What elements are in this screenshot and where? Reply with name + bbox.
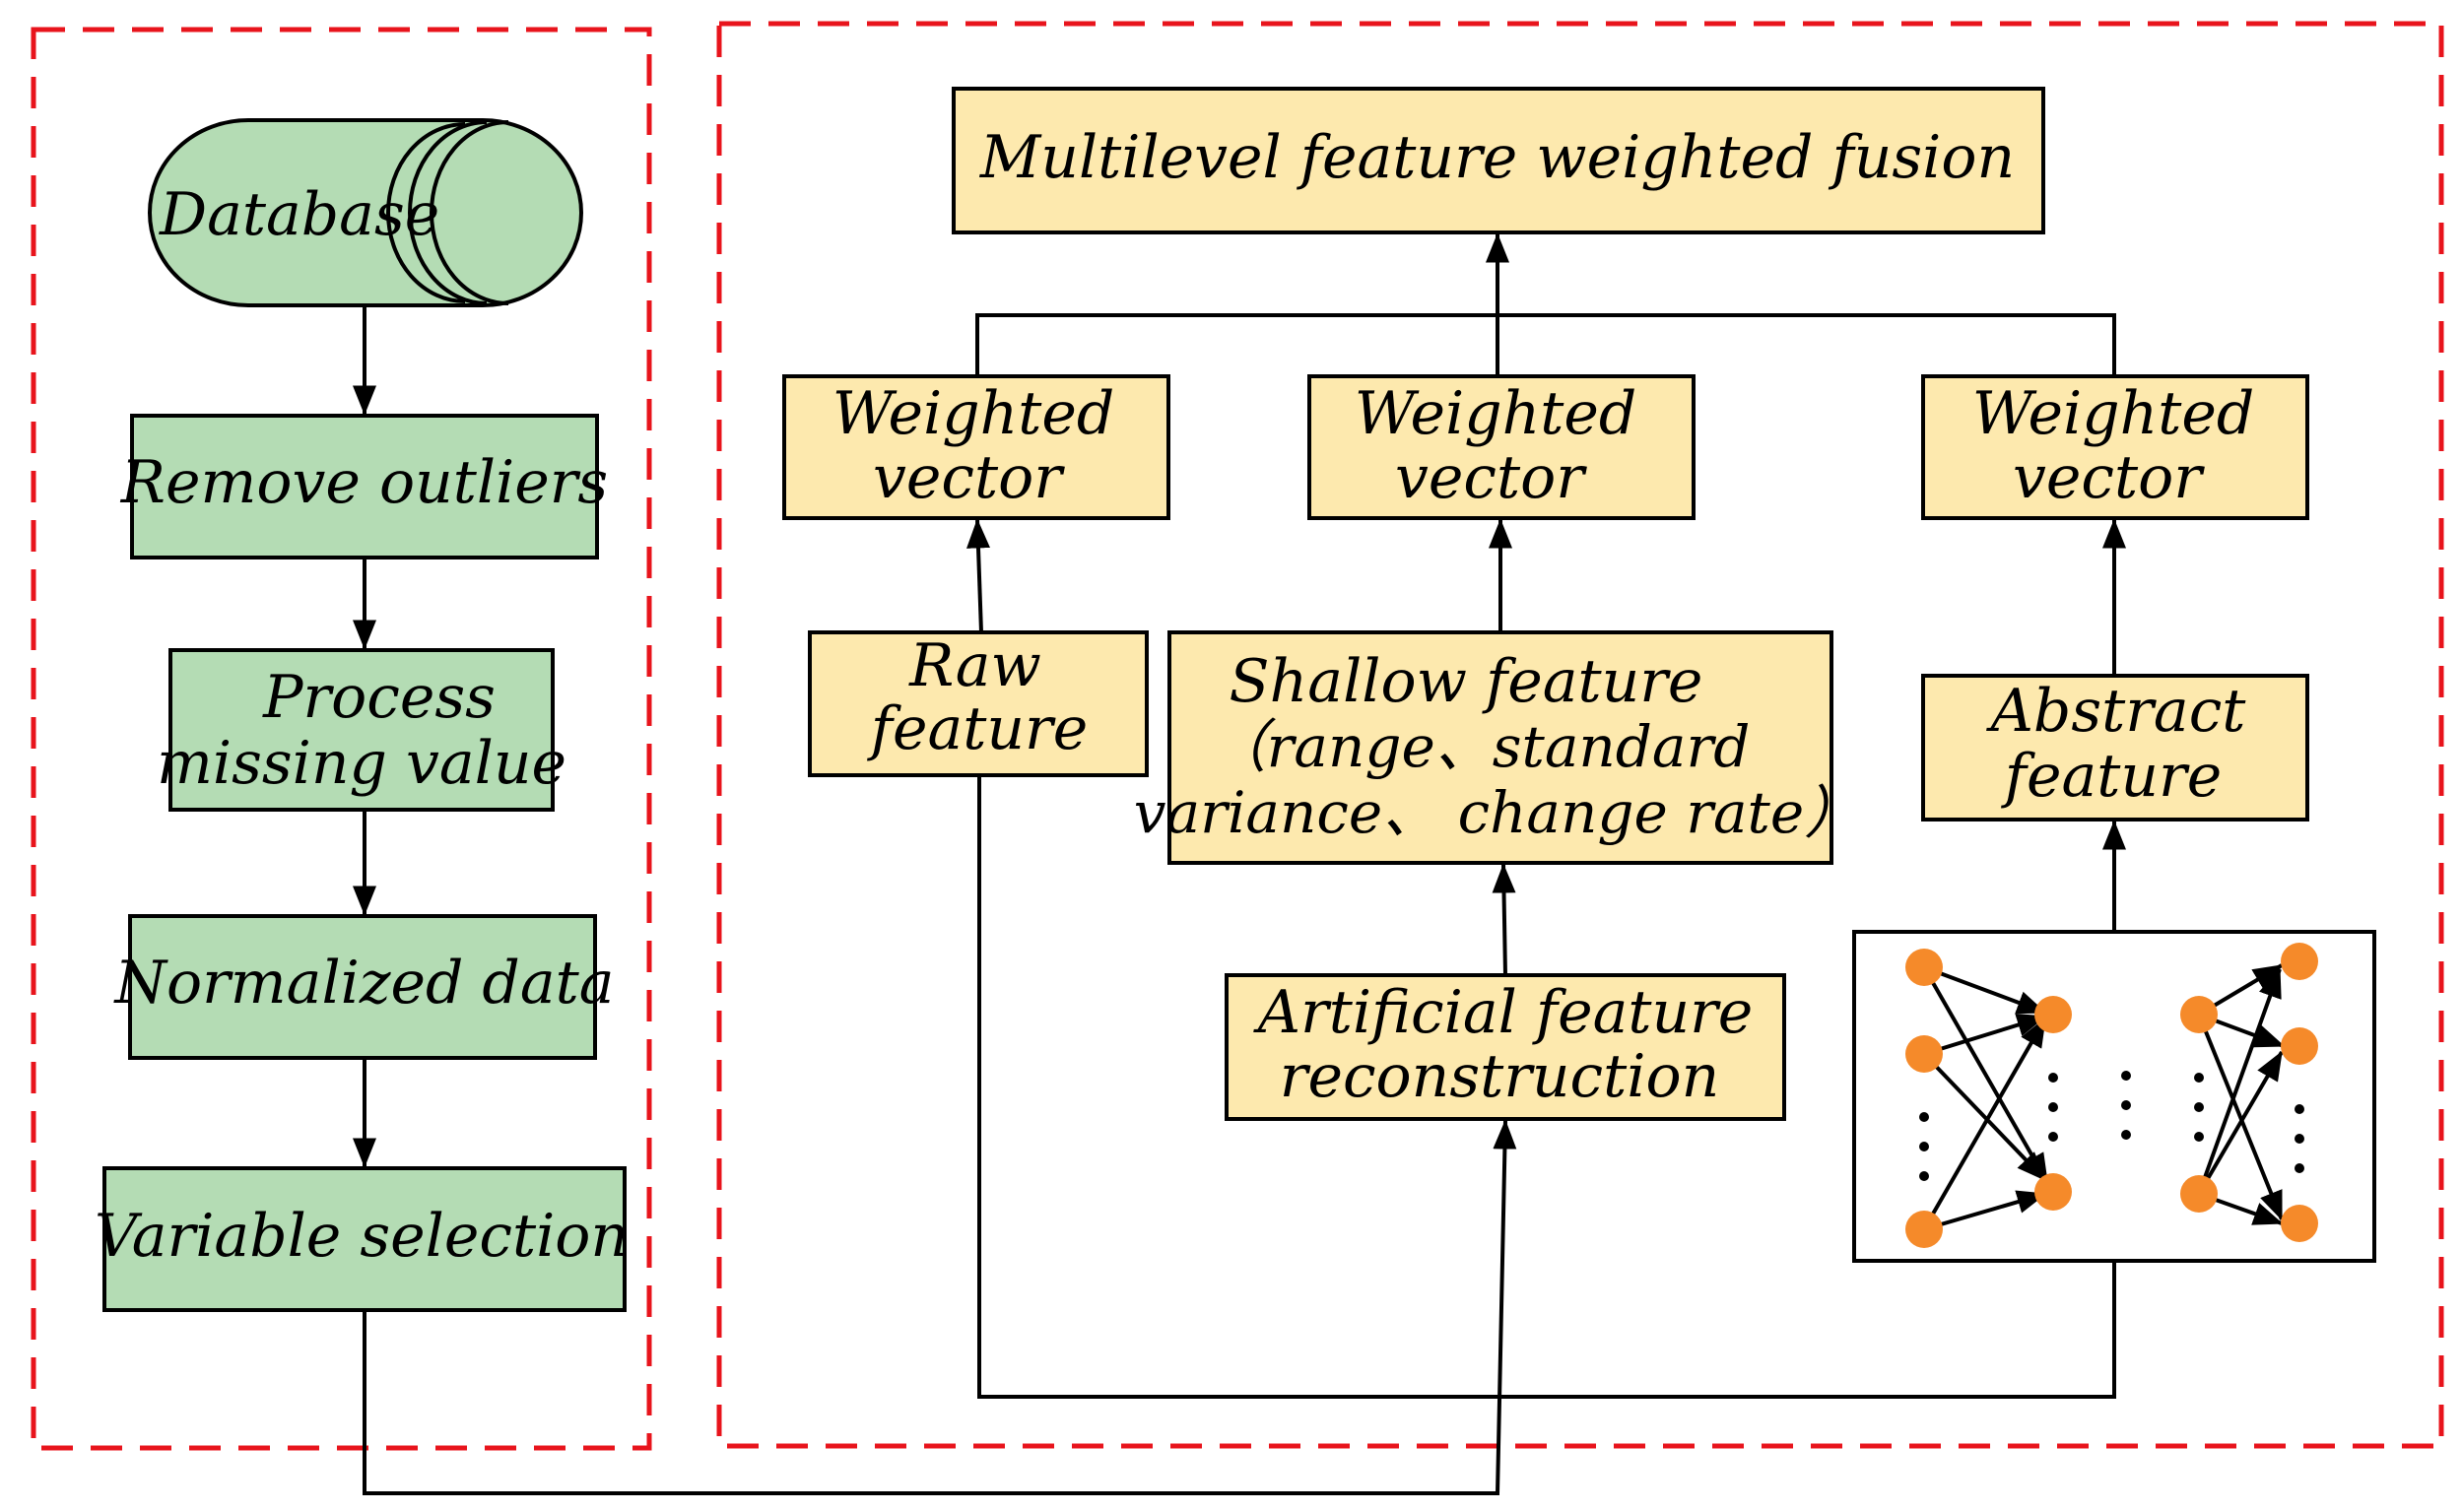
selection-to-reconstruction-line xyxy=(363,1119,1517,1495)
fusion-title-box: Multilevel feature weighted fusion xyxy=(952,87,2045,234)
fusion-frame xyxy=(716,21,2444,1449)
weighted-vector-box-2: Weighted vector xyxy=(1307,374,1696,520)
abstract-feature-box: Abstract feature xyxy=(1921,674,2309,822)
database-cylinder: Database xyxy=(148,118,583,307)
variable-selection-label: Variable selection xyxy=(95,1202,629,1271)
variable-selection-box: Variable selection xyxy=(95,1166,629,1312)
remove-outliers-label: Remove outliers xyxy=(120,448,608,517)
weighted-vector-3-line-1: Weighted xyxy=(1972,379,2255,448)
network-edges xyxy=(1922,963,2286,1231)
raw-feature-line-1: Raw xyxy=(908,631,1041,700)
remove-outliers-box: Remove outliers xyxy=(120,414,608,559)
raw-feature-box: Raw feature xyxy=(808,630,1149,777)
shallow-feature-line-3: variance、 change rate） xyxy=(1134,779,1861,846)
raw-to-network-line xyxy=(977,775,2116,1399)
artificial-reconstruction-line-1: Artificial feature xyxy=(1253,978,1754,1047)
weighted-vector-2-line-2: vector xyxy=(1395,443,1587,512)
process-missing-label-2: missing value xyxy=(157,729,566,798)
abstract-feature-line-1: Abstract xyxy=(1986,677,2247,746)
network-ellipsis-dots xyxy=(1919,1071,2304,1181)
neural-network-figure xyxy=(1852,930,2376,1263)
normalized-data-box: Normalized data xyxy=(112,914,615,1060)
fusion-arrows xyxy=(966,518,2126,976)
weighted-vector-box-3: Weighted vector xyxy=(1921,374,2309,520)
weighted-vector-2-line-1: Weighted xyxy=(1355,379,1637,448)
weighted-vector-box-1: Weighted vector xyxy=(782,374,1170,520)
weighted-join-line xyxy=(975,313,2116,376)
artificial-reconstruction-box: Artificial feature reconstruction xyxy=(1225,973,1786,1121)
network-nodes xyxy=(1905,943,2318,1248)
preprocess-frame xyxy=(31,27,652,1451)
weighted-vector-1-line-2: vector xyxy=(873,443,1065,512)
abstract-feature-line-2: feature xyxy=(2001,742,2222,811)
weighted-vector-1-line-1: Weighted xyxy=(832,379,1115,448)
database-label: Database xyxy=(159,180,439,249)
fusion-title-label: Multilevel feature weighted fusion xyxy=(979,123,2015,192)
shallow-feature-line-1: Shallow feature xyxy=(1230,647,1703,716)
shallow-feature-line-2: （range、standard xyxy=(1210,713,1751,780)
artificial-reconstruction-line-2: reconstruction xyxy=(1280,1042,1719,1111)
process-missing-label-1: Process xyxy=(262,663,496,732)
process-missing-box: Process missing value xyxy=(157,648,566,812)
normalized-data-label: Normalized data xyxy=(112,949,614,1018)
weighted-vector-3-line-2: vector xyxy=(2013,443,2205,512)
raw-feature-line-2: feature xyxy=(867,694,1088,763)
shallow-feature-box: Shallow feature （range、standard variance… xyxy=(1134,630,1861,865)
